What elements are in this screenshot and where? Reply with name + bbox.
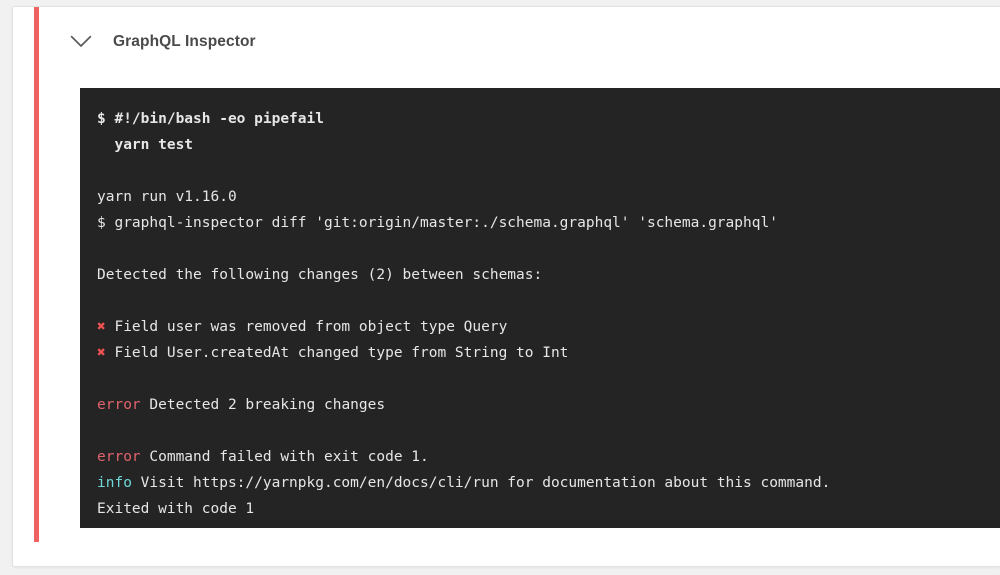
error-label: error bbox=[97, 449, 141, 465]
breaking-change-x-icon: ✖ bbox=[97, 319, 106, 335]
terminal-line: yarn test bbox=[97, 137, 194, 153]
info-label: info bbox=[97, 475, 132, 491]
terminal-line: yarn run v1.16.0 bbox=[97, 189, 237, 205]
terminal-log-lines: $ #!/bin/bash -eo pipefail yarn test yar… bbox=[97, 106, 1000, 522]
terminal-line: error Detected 2 breaking changes bbox=[97, 397, 386, 413]
error-label: error bbox=[97, 397, 141, 413]
terminal-line: Exited with code 1 bbox=[97, 501, 255, 517]
terminal-line: ✖ Field user was removed from object typ… bbox=[97, 319, 508, 335]
terminal-line: Detected the following changes (2) betwe… bbox=[97, 267, 543, 283]
chevron-down-icon[interactable] bbox=[68, 29, 94, 55]
card-header[interactable]: GraphQL Inspector bbox=[39, 7, 1000, 76]
breaking-change-x-icon: ✖ bbox=[97, 345, 106, 361]
terminal-line bbox=[97, 288, 1000, 314]
build-step-card: GraphQL Inspector $ #!/bin/bash -eo pipe… bbox=[12, 6, 1000, 567]
page-title: GraphQL Inspector bbox=[113, 32, 256, 50]
terminal-line: ✖ Field User.createdAt changed type from… bbox=[97, 345, 569, 361]
terminal-log-panel[interactable]: $ #!/bin/bash -eo pipefail yarn test yar… bbox=[80, 88, 1000, 528]
left-gutter bbox=[0, 0, 12, 575]
terminal-line: error Command failed with exit code 1. bbox=[97, 449, 429, 465]
status-accent-rail bbox=[34, 7, 39, 542]
terminal-line bbox=[97, 366, 1000, 392]
terminal-line bbox=[97, 418, 1000, 444]
terminal-line: $ #!/bin/bash -eo pipefail bbox=[97, 111, 324, 127]
terminal-line bbox=[97, 236, 1000, 262]
terminal-line: info Visit https://yarnpkg.com/en/docs/c… bbox=[97, 475, 831, 491]
terminal-line bbox=[97, 158, 1000, 184]
terminal-line: $ graphql-inspector diff 'git:origin/mas… bbox=[97, 215, 778, 231]
